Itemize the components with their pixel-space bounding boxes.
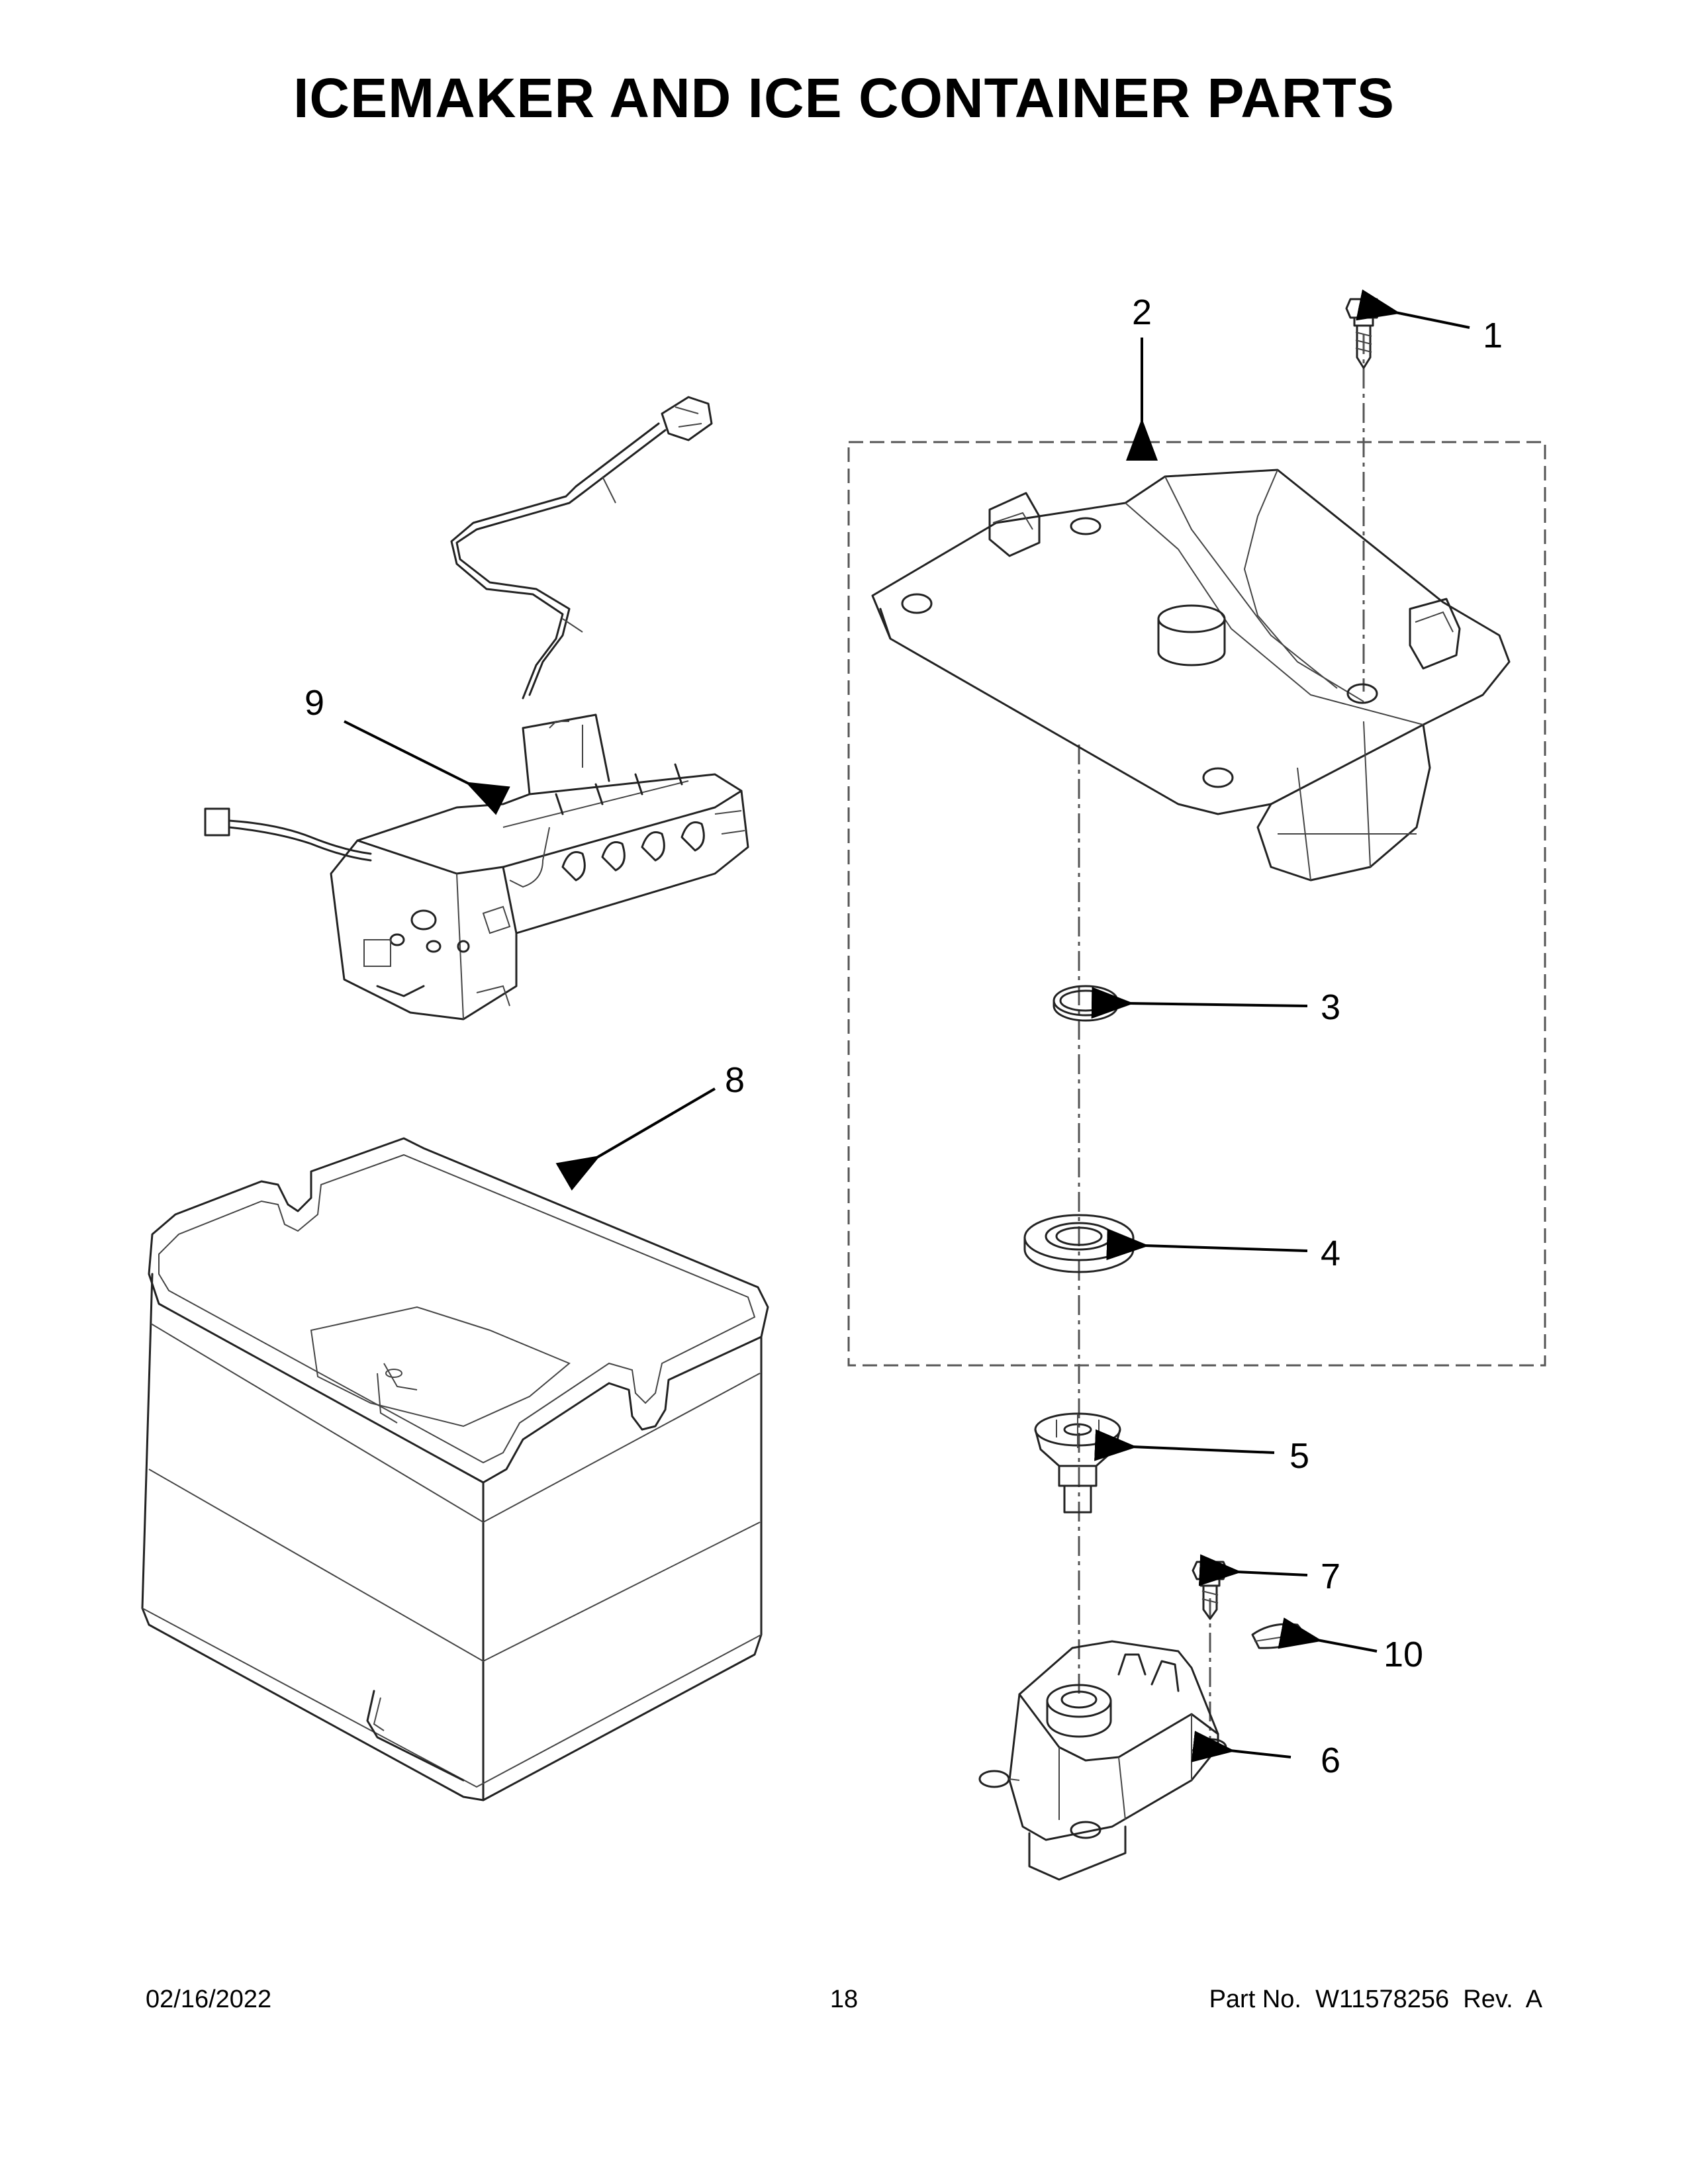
callout-label-10: 10 [1383, 1635, 1423, 1674]
icemaker-part-9 [204, 396, 749, 1021]
ring-part-3 [1053, 985, 1119, 1022]
callout-label-1: 1 [1483, 316, 1503, 355]
callout-arrow-7 [1198, 1554, 1308, 1586]
callout-arrow-5 [1094, 1429, 1275, 1461]
footer-part-number: Part No. W11578256 Rev. A [1209, 1985, 1542, 2013]
assembly-boundary [847, 441, 1546, 1367]
ice-bucket-part-8 [141, 1137, 769, 1801]
callout-arrow-1 [1356, 289, 1470, 329]
footer-date: 02/16/2022 [146, 1985, 272, 2013]
callout-arrow-3 [1091, 987, 1308, 1019]
callout-arrow-10 [1278, 1617, 1378, 1653]
auger-motor-part-6 [978, 1640, 1227, 1881]
callout-label-3: 3 [1321, 987, 1340, 1027]
coupler-part-5 [1034, 1412, 1121, 1514]
callout-label-2: 2 [1132, 293, 1152, 332]
key-part-10 [1251, 1623, 1307, 1649]
callout-arrow-8 [555, 1087, 716, 1191]
callout-label-9: 9 [305, 683, 324, 723]
callout-label-4: 4 [1321, 1234, 1340, 1273]
callout-label-8: 8 [725, 1060, 745, 1100]
callout-arrow-4 [1106, 1228, 1308, 1261]
ice-chute-part-2 [871, 469, 1511, 882]
screw-part-1 [1345, 298, 1382, 369]
callout-label-7: 7 [1321, 1557, 1340, 1596]
footer-page-number: 18 [829, 1985, 859, 2013]
callout-label-5: 5 [1289, 1436, 1309, 1476]
callout-arrow-6 [1191, 1731, 1291, 1762]
callout-label-6: 6 [1321, 1741, 1340, 1780]
page-title: ICEMAKER AND ICE CONTAINER PARTS [293, 67, 1395, 129]
callout-arrow-9 [344, 720, 510, 815]
